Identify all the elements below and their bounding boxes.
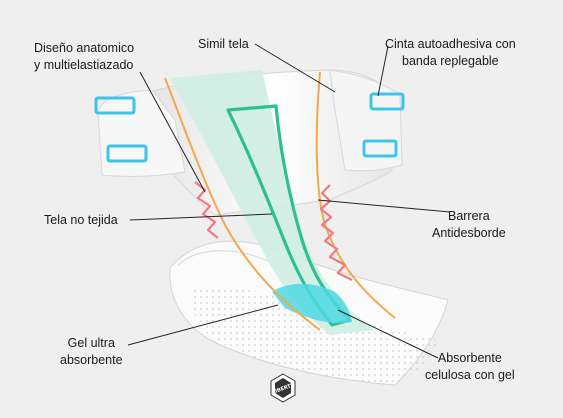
label-diseno: Diseño anatomico y multielastiazado: [34, 40, 134, 74]
leader-simil: [254, 43, 336, 93]
leader-absorbente: [337, 309, 439, 359]
tela-no-tejida-band: [170, 70, 375, 335]
label-cinta: Cinta autoadhesiva con banda replegable: [385, 36, 516, 70]
label-cinta-line2: banda replegable: [402, 54, 499, 68]
label-diseno-line1: Diseño anatomico: [34, 41, 135, 55]
right-barrier-line: [315, 71, 396, 319]
gel-absorbent-area: [272, 283, 352, 324]
label-diseno-line2: y multielastiazado: [34, 58, 134, 72]
label-absorbente-line2: celulosa con gel: [425, 368, 515, 382]
leader-diseno: [139, 71, 206, 193]
left-tab-bottom: [106, 144, 148, 163]
label-barrera-line2: Antidesborde: [432, 226, 506, 240]
right-tab-bottom: [362, 139, 398, 158]
label-simil-line1: Simil tela: [198, 37, 249, 51]
left-barrier-line: [164, 77, 321, 331]
right-tab-top: [369, 92, 405, 111]
label-gel-line1: Gel ultra: [67, 336, 115, 350]
label-gel-line2: absorbente: [60, 353, 123, 367]
leader-barrera: [317, 199, 451, 213]
left-elastic: [194, 181, 219, 239]
label-simil: Simil tela: [198, 36, 249, 53]
left-tab-top: [94, 96, 136, 115]
label-absorbente: Absorbente celulosa con gel: [425, 350, 515, 384]
label-absorbente-line1: Absorbente: [437, 351, 502, 365]
label-barrera: Barrera Antidesborde: [432, 208, 506, 242]
label-barrera-line1: Barrera: [447, 209, 490, 223]
label-tela: Tela no tejida: [44, 212, 118, 229]
label-tela-line1: Tela no tejida: [44, 213, 118, 227]
label-cinta-line1: Cinta autoadhesiva con: [385, 37, 516, 51]
label-gel: Gel ultra absorbente: [60, 335, 123, 369]
liberty-logo: LIBERTY: [270, 373, 296, 403]
leader-cinta: [377, 45, 389, 97]
leader-tela: [129, 213, 273, 221]
leader-gel: [127, 304, 279, 346]
front-panel-fold: [177, 250, 271, 266]
